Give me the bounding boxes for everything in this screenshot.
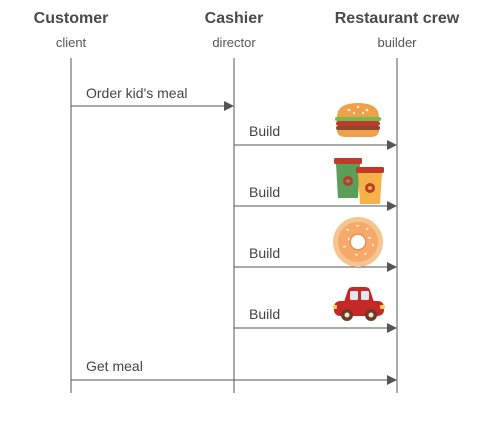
message-label-build-donut: Build — [249, 245, 281, 261]
burger-icon — [335, 103, 381, 137]
drinks-icon — [334, 158, 384, 204]
message-label-get-meal: Get meal — [86, 358, 143, 374]
donut-icon — [333, 217, 383, 267]
message-label-order: Order kid's meal — [86, 85, 188, 101]
actor-crew-role: builder — [377, 35, 417, 50]
actor-cashier-role: director — [212, 35, 256, 50]
actor-cashier-name: Cashier — [204, 10, 264, 27]
actor-crew-name: Restaurant crew — [334, 10, 460, 27]
message-label-build-drinks: Build — [249, 184, 281, 200]
actor-customer-name: Customer — [33, 10, 109, 27]
actor-customer-role: client — [55, 35, 87, 50]
toy-car-icon — [333, 287, 385, 321]
message-label-build-burger: Build — [249, 123, 281, 139]
message-label-build-toy: Build — [249, 306, 281, 322]
